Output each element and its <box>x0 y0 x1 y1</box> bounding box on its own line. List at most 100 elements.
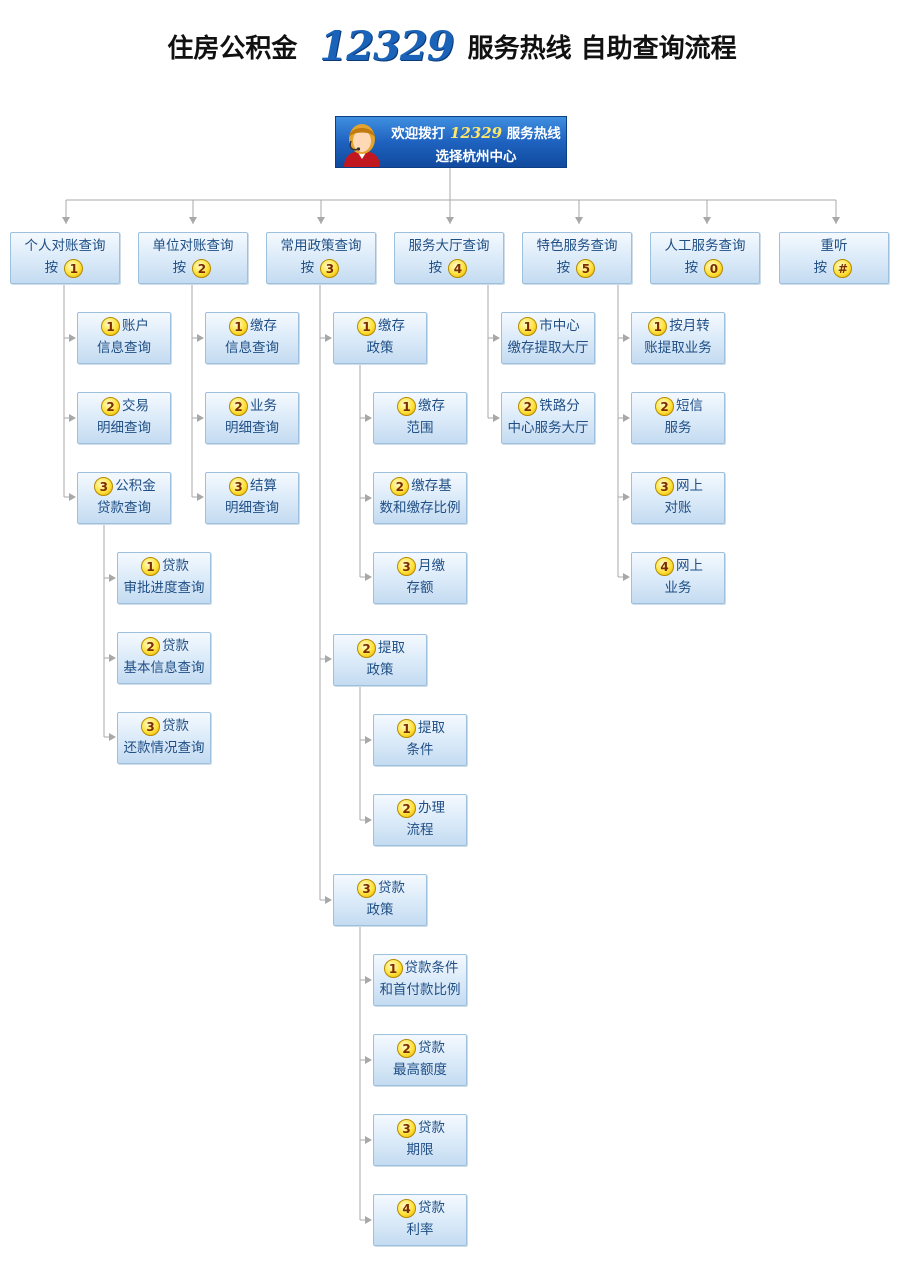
key-badge: 2 <box>101 396 120 416</box>
node-label: 账户 <box>122 318 149 334</box>
arrow-right-icon <box>623 493 630 501</box>
node-label: 贷款 <box>418 1040 445 1056</box>
arrow-right-icon <box>365 1136 372 1144</box>
title-suffix: 服务热线 自助查询流程 <box>467 33 737 64</box>
node-label-2: 对账 <box>664 500 692 516</box>
arrow-right-icon <box>623 573 630 581</box>
press-text: 按 <box>300 260 315 276</box>
key-badge: 2 <box>357 638 376 658</box>
arrow-right-icon <box>365 736 372 744</box>
key-badge: 2 <box>390 476 410 496</box>
menu-label: 重听 <box>820 238 848 254</box>
node-label: 业务 <box>250 398 277 414</box>
key-badge: 2 <box>229 396 248 416</box>
key-badge: 2 <box>397 1038 416 1058</box>
node-label: 缴存 <box>418 398 445 414</box>
arrow-right-icon <box>623 414 630 422</box>
arrow-right-icon <box>493 334 500 342</box>
title-prefix: 住房公积金 <box>167 33 298 64</box>
arrow-right-icon <box>69 414 76 422</box>
menu-manual[interactable]: 人工服务查询 按 0 <box>650 232 760 284</box>
menu-hall[interactable]: 服务大厅查询 按 4 <box>394 232 504 284</box>
node-label-2: 明细查询 <box>97 420 151 436</box>
welcome-node: 欢迎拨打 12329 服务热线 选择杭州中心 <box>335 116 567 168</box>
node-label-2: 审批进度查询 <box>123 580 205 596</box>
arrow-right-icon <box>197 334 204 342</box>
node-label: 提取 <box>378 640 405 656</box>
arrow-right-icon <box>325 655 332 663</box>
node-label: 交易 <box>122 398 149 414</box>
menu-unit[interactable]: 单位对账查询 按 2 <box>138 232 248 284</box>
node-label: 网上 <box>676 478 703 494</box>
key-badge: 3 <box>357 878 376 898</box>
node-label: 提取 <box>418 720 445 736</box>
arrow-right-icon <box>493 414 500 422</box>
node-label-2: 政策 <box>366 340 394 356</box>
arrow-down-icon <box>62 217 70 224</box>
node-label-2: 和首付款比例 <box>379 982 461 998</box>
node-label-2: 中心服务大厅 <box>507 420 589 436</box>
node-label-2: 数和缴存比例 <box>379 500 461 516</box>
node-label: 市中心 <box>539 318 580 334</box>
menu-repeat[interactable]: 重听 按 # <box>779 232 889 284</box>
page-title: 住房公积金 12329 服务热线 自助查询流程 <box>0 22 904 70</box>
arrow-right-icon <box>325 896 332 904</box>
menu-personal[interactable]: 个人对账查询 按 1 <box>10 232 120 284</box>
arrow-down-icon <box>575 217 583 224</box>
arrow-right-icon <box>365 976 372 984</box>
key-badge: 3 <box>397 556 416 576</box>
node-label: 短信 <box>676 398 703 414</box>
arrow-right-icon <box>197 493 204 501</box>
node-label-2: 存额 <box>406 580 434 596</box>
press-text: 按 <box>684 260 699 276</box>
arrow-right-icon <box>365 494 372 502</box>
welcome-line-1: 欢迎拨打 12329 服务热线 <box>386 122 566 142</box>
hotline-number: 12329 <box>319 22 454 70</box>
node-label: 公积金 <box>115 478 156 494</box>
key-badge: 1 <box>397 396 416 416</box>
key-badge: 1 <box>518 316 538 336</box>
node-label-2: 明细查询 <box>225 500 279 516</box>
menu-special[interactable]: 特色服务查询 按 5 <box>522 232 632 284</box>
key-badge: 5 <box>576 258 596 278</box>
welcome-text-2: 服务热线 <box>506 126 561 142</box>
node-label: 贷款 <box>162 638 189 654</box>
node-label: 结算 <box>250 478 277 494</box>
key-badge: 2 <box>397 798 416 818</box>
arrow-right-icon <box>623 334 630 342</box>
node-label: 按月转 <box>669 318 710 334</box>
arrow-right-icon <box>197 414 204 422</box>
node-label-2: 最高额度 <box>393 1062 447 1078</box>
menu-policy[interactable]: 常用政策查询 按 3 <box>266 232 376 284</box>
arrow-right-icon <box>365 414 372 422</box>
node-label-2: 利率 <box>406 1222 434 1238</box>
node-label-2: 政策 <box>366 662 394 678</box>
